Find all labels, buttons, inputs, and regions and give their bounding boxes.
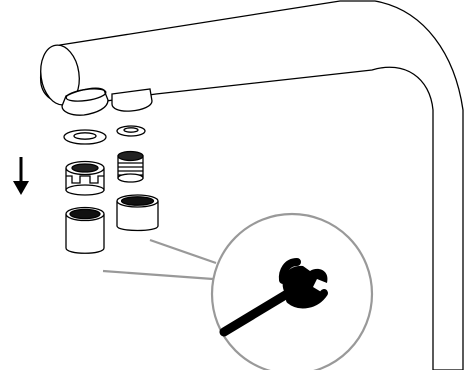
leader-line-lower: [103, 271, 213, 279]
gaskets: [64, 126, 145, 144]
leader-line-upper: [150, 240, 216, 263]
detail-circle: [212, 214, 372, 370]
arrow-down-icon: [13, 157, 29, 195]
gasket-small: [117, 126, 145, 136]
leader-lines: [103, 240, 216, 279]
aerator-housings: [66, 195, 158, 253]
aerator-insert-large: [66, 162, 104, 196]
aerator-inserts: [66, 152, 143, 196]
gasket-large: [64, 130, 106, 144]
aerator-housing-large: [66, 208, 104, 254]
aerator-housing-small: [117, 195, 158, 231]
aerator-insert-small: [118, 152, 143, 183]
